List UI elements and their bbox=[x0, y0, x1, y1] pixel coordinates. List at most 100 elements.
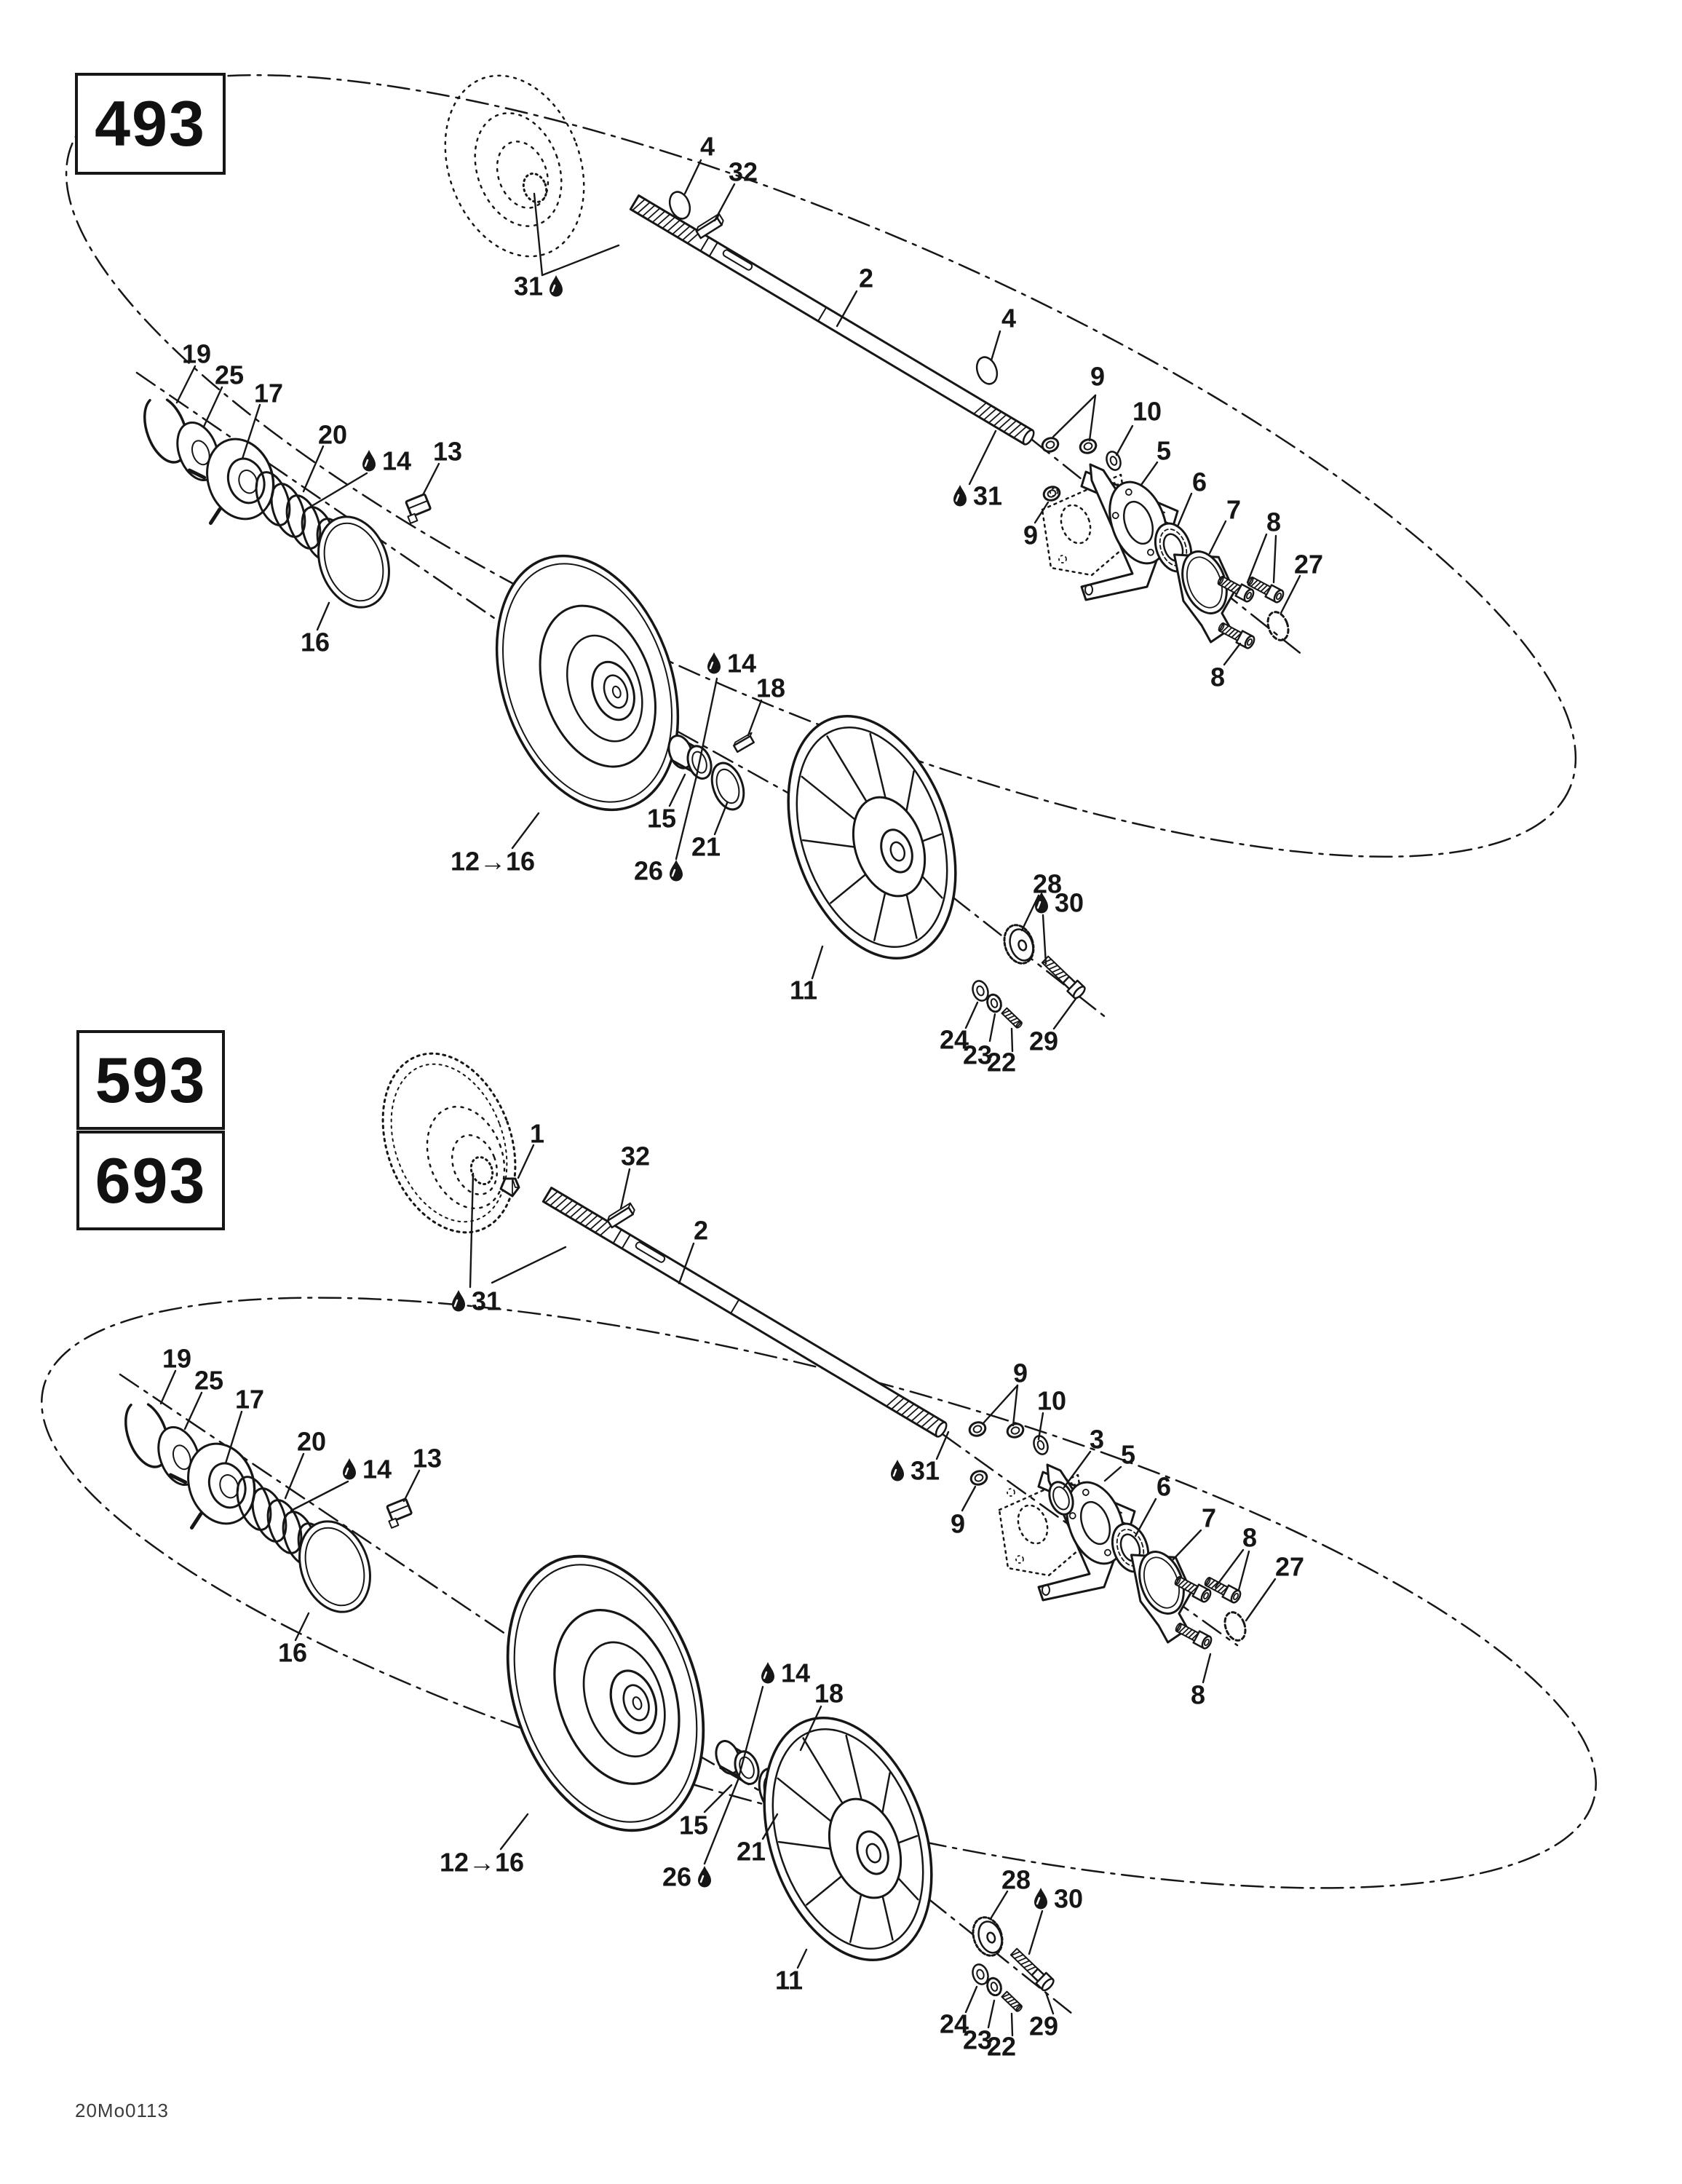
leader-line bbox=[421, 462, 440, 496]
leader-line bbox=[1044, 1991, 1055, 2015]
callout-8: 8 bbox=[1191, 1680, 1205, 1710]
seal-ring-3 bbox=[1048, 1481, 1074, 1516]
belt-phantom-outline bbox=[65, 74, 1577, 858]
callout-17: 17 bbox=[254, 379, 283, 408]
callout-16: 16 bbox=[278, 1638, 307, 1668]
diagram-493 bbox=[65, 74, 1577, 1030]
callout-12→16: 12→16 bbox=[451, 847, 535, 877]
leader-line bbox=[533, 192, 544, 277]
callout-18: 18 bbox=[756, 673, 785, 703]
leader-line bbox=[678, 1242, 695, 1285]
leader-line bbox=[1042, 914, 1047, 965]
leader-line bbox=[304, 472, 368, 511]
callout-28: 28 bbox=[1001, 1865, 1031, 1895]
leader-line bbox=[988, 1013, 996, 1042]
oil-drop-icon bbox=[1034, 1888, 1047, 1910]
leader-line bbox=[224, 1410, 243, 1465]
oil-drop-icon bbox=[343, 1458, 356, 1480]
leader-line bbox=[668, 773, 686, 807]
oil-drop-icon bbox=[707, 652, 721, 674]
callout-26: 26 bbox=[662, 1862, 691, 1892]
leader-line bbox=[175, 365, 197, 404]
callout-22: 22 bbox=[987, 2032, 1016, 2062]
oil-drop-icon bbox=[362, 450, 376, 472]
leader-line bbox=[1052, 394, 1097, 438]
fixed-sheave-wheel bbox=[733, 1694, 963, 1984]
callout-14: 14 bbox=[382, 446, 411, 476]
callout-32: 32 bbox=[729, 157, 758, 187]
callout-30: 30 bbox=[1054, 1884, 1083, 1914]
cam-spring-group bbox=[117, 1396, 413, 1622]
leader-line bbox=[981, 1384, 1019, 1425]
model-badge-label: 493 bbox=[95, 87, 206, 159]
leader-line bbox=[1020, 894, 1040, 932]
leader-line bbox=[1237, 1550, 1250, 1591]
oil-drop-icon bbox=[550, 275, 563, 297]
leader-line bbox=[1245, 1578, 1277, 1622]
callout-12→16: 12→16 bbox=[440, 1848, 524, 1878]
key-32 bbox=[694, 213, 726, 240]
leader-line bbox=[290, 1480, 349, 1512]
leader-line bbox=[511, 812, 540, 850]
leader-line bbox=[183, 1391, 203, 1431]
leader-line bbox=[1202, 1653, 1212, 1684]
leader-line bbox=[316, 601, 330, 631]
oil-drop-icon bbox=[761, 1662, 774, 1684]
callout-7: 7 bbox=[1202, 1503, 1216, 1533]
model-badge-593: 593 bbox=[76, 1030, 225, 1130]
leader-line bbox=[294, 1612, 310, 1642]
leader-line bbox=[935, 1431, 950, 1460]
callout-6: 6 bbox=[1192, 467, 1207, 497]
leader-line bbox=[703, 1779, 739, 1865]
callout-9: 9 bbox=[1013, 1358, 1028, 1388]
callout-19: 19 bbox=[182, 339, 211, 369]
leader-line bbox=[469, 1172, 475, 1289]
callout-5: 5 bbox=[1121, 1440, 1135, 1470]
oil-drop-icon bbox=[891, 1460, 904, 1481]
callout-20: 20 bbox=[318, 420, 347, 450]
leader-line bbox=[241, 403, 261, 460]
callout-23: 23 bbox=[963, 1040, 992, 1070]
cam-spring-group bbox=[136, 391, 432, 617]
leader-line bbox=[1272, 534, 1277, 584]
leader-line bbox=[1115, 424, 1134, 456]
leader-line bbox=[811, 945, 824, 980]
oil-drop-icon bbox=[698, 1866, 711, 1888]
leader-line bbox=[491, 1246, 567, 1284]
callout-27: 27 bbox=[1294, 550, 1323, 579]
leader-line bbox=[1140, 461, 1159, 486]
callout-31: 31 bbox=[973, 481, 1002, 511]
callout-2: 2 bbox=[859, 264, 873, 293]
countershaft bbox=[629, 194, 1037, 448]
callout-11: 11 bbox=[790, 976, 817, 1005]
leader-line bbox=[1088, 394, 1097, 442]
bushing-washer-key bbox=[663, 727, 758, 815]
leader-line bbox=[747, 699, 763, 737]
center-axis-lines bbox=[135, 371, 1304, 1019]
leader-line bbox=[1223, 642, 1242, 666]
leader-line bbox=[796, 1948, 808, 1969]
callout-16: 16 bbox=[301, 628, 330, 657]
leader-line bbox=[1246, 533, 1268, 584]
callout-28: 28 bbox=[1033, 869, 1062, 899]
callout-1: 1 bbox=[530, 1119, 544, 1149]
callout-9: 9 bbox=[951, 1509, 965, 1539]
leader-line bbox=[675, 775, 698, 860]
leader-line bbox=[964, 1985, 978, 2014]
callout-25: 25 bbox=[215, 360, 244, 390]
leader-line bbox=[284, 1452, 305, 1500]
support-bracket-group bbox=[999, 1465, 1249, 1650]
callout-14: 14 bbox=[781, 1658, 810, 1688]
leader-line bbox=[713, 183, 736, 222]
callout-8: 8 bbox=[1266, 507, 1281, 537]
model-badge-label: 693 bbox=[95, 1144, 207, 1216]
oil-drop-icon bbox=[670, 860, 683, 882]
callout-8: 8 bbox=[1242, 1523, 1257, 1553]
leader-line bbox=[1012, 1384, 1019, 1427]
leader-line bbox=[1034, 501, 1050, 524]
leader-line bbox=[1037, 1412, 1044, 1441]
callout-14: 14 bbox=[727, 649, 756, 678]
callout-7: 7 bbox=[1226, 495, 1241, 525]
